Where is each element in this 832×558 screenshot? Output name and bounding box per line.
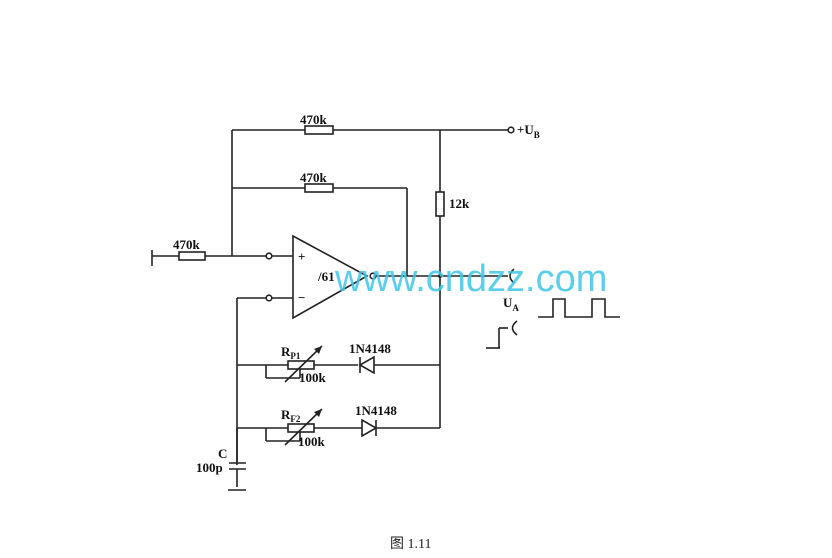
opamp-label: /61 bbox=[317, 269, 335, 284]
label-diode2: 1N4148 bbox=[355, 403, 397, 418]
inverting-branch bbox=[236, 294, 293, 465]
output-ground-terminal bbox=[486, 320, 518, 349]
label-rp2-value: 100k bbox=[298, 434, 326, 449]
opamp-plus: + bbox=[298, 249, 305, 264]
label-rp2: RF2 bbox=[281, 407, 301, 424]
branch-rp2 bbox=[237, 408, 440, 446]
label-cap-value: 100p bbox=[196, 460, 223, 475]
output-waveform bbox=[538, 298, 620, 318]
label-rp1-value: 100k bbox=[299, 370, 327, 385]
label-supply: +UB bbox=[517, 122, 540, 140]
branch-rp1 bbox=[237, 345, 440, 383]
figure-caption: 图 1.11 bbox=[390, 537, 431, 552]
label-cap-name: C bbox=[218, 446, 227, 461]
label-r-top: 470k bbox=[300, 112, 328, 127]
opamp bbox=[292, 234, 377, 320]
capacitor bbox=[228, 428, 246, 491]
watermark: www.cndzz.com bbox=[334, 258, 607, 300]
label-r-12k: 12k bbox=[449, 196, 470, 211]
opamp-minus: − bbox=[298, 290, 305, 305]
input-branch bbox=[151, 250, 293, 266]
label-ua: UA bbox=[503, 295, 519, 313]
resistor-12k bbox=[435, 130, 445, 428]
label-rp1: RP1 bbox=[281, 344, 301, 361]
output-line bbox=[376, 268, 515, 284]
resistor-top-470k bbox=[304, 125, 334, 135]
label-r-input: 470k bbox=[173, 237, 201, 252]
feedback-path bbox=[232, 183, 408, 273]
top-rail bbox=[231, 126, 515, 256]
label-diode1: 1N4148 bbox=[349, 341, 391, 356]
label-r-feedback: 470k bbox=[300, 170, 328, 185]
